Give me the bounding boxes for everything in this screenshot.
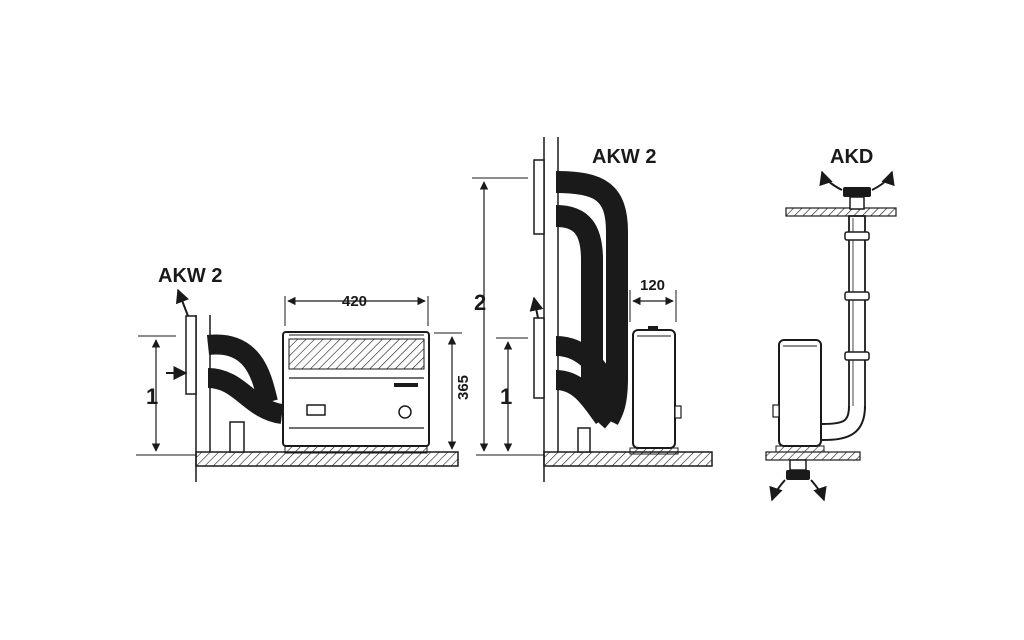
right-installation — [765, 170, 897, 502]
roof-exhaust-arrow-left-icon — [819, 170, 843, 191]
floor-intake-arrow-left-icon — [769, 479, 786, 502]
middle-title: AKW 2 — [592, 146, 656, 168]
width-label-420: 420 — [342, 293, 367, 310]
exhaust-arrow-icon-mid — [529, 296, 544, 319]
flex-duct-upper — [207, 336, 277, 405]
vertical-flue-pipe — [848, 215, 866, 409]
level-label-2-mid: 2 — [474, 290, 486, 315]
floor-intake-arrow-right-icon — [810, 479, 827, 502]
height-label-365: 365 — [455, 375, 472, 400]
wall-terminal — [185, 315, 197, 395]
heater-unit-side — [629, 326, 682, 455]
level-label-1-left: 1 — [146, 384, 158, 409]
flex-duct-lower — [207, 369, 284, 423]
left-installation — [136, 288, 462, 482]
heater-unit-akd — [772, 339, 825, 453]
left-title: AKW 2 — [158, 265, 222, 287]
wall-terminal-lower — [533, 317, 545, 399]
roof-exhaust-arrow-right-icon — [871, 170, 895, 191]
middle-installation — [472, 137, 713, 482]
wall-terminal-upper — [533, 159, 545, 235]
heater-unit — [282, 331, 430, 454]
level-label-1-mid: 1 — [500, 384, 512, 409]
right-title: AKD — [830, 146, 873, 168]
width-label-120: 120 — [640, 277, 665, 294]
exhaust-arrow-icon — [175, 288, 190, 317]
